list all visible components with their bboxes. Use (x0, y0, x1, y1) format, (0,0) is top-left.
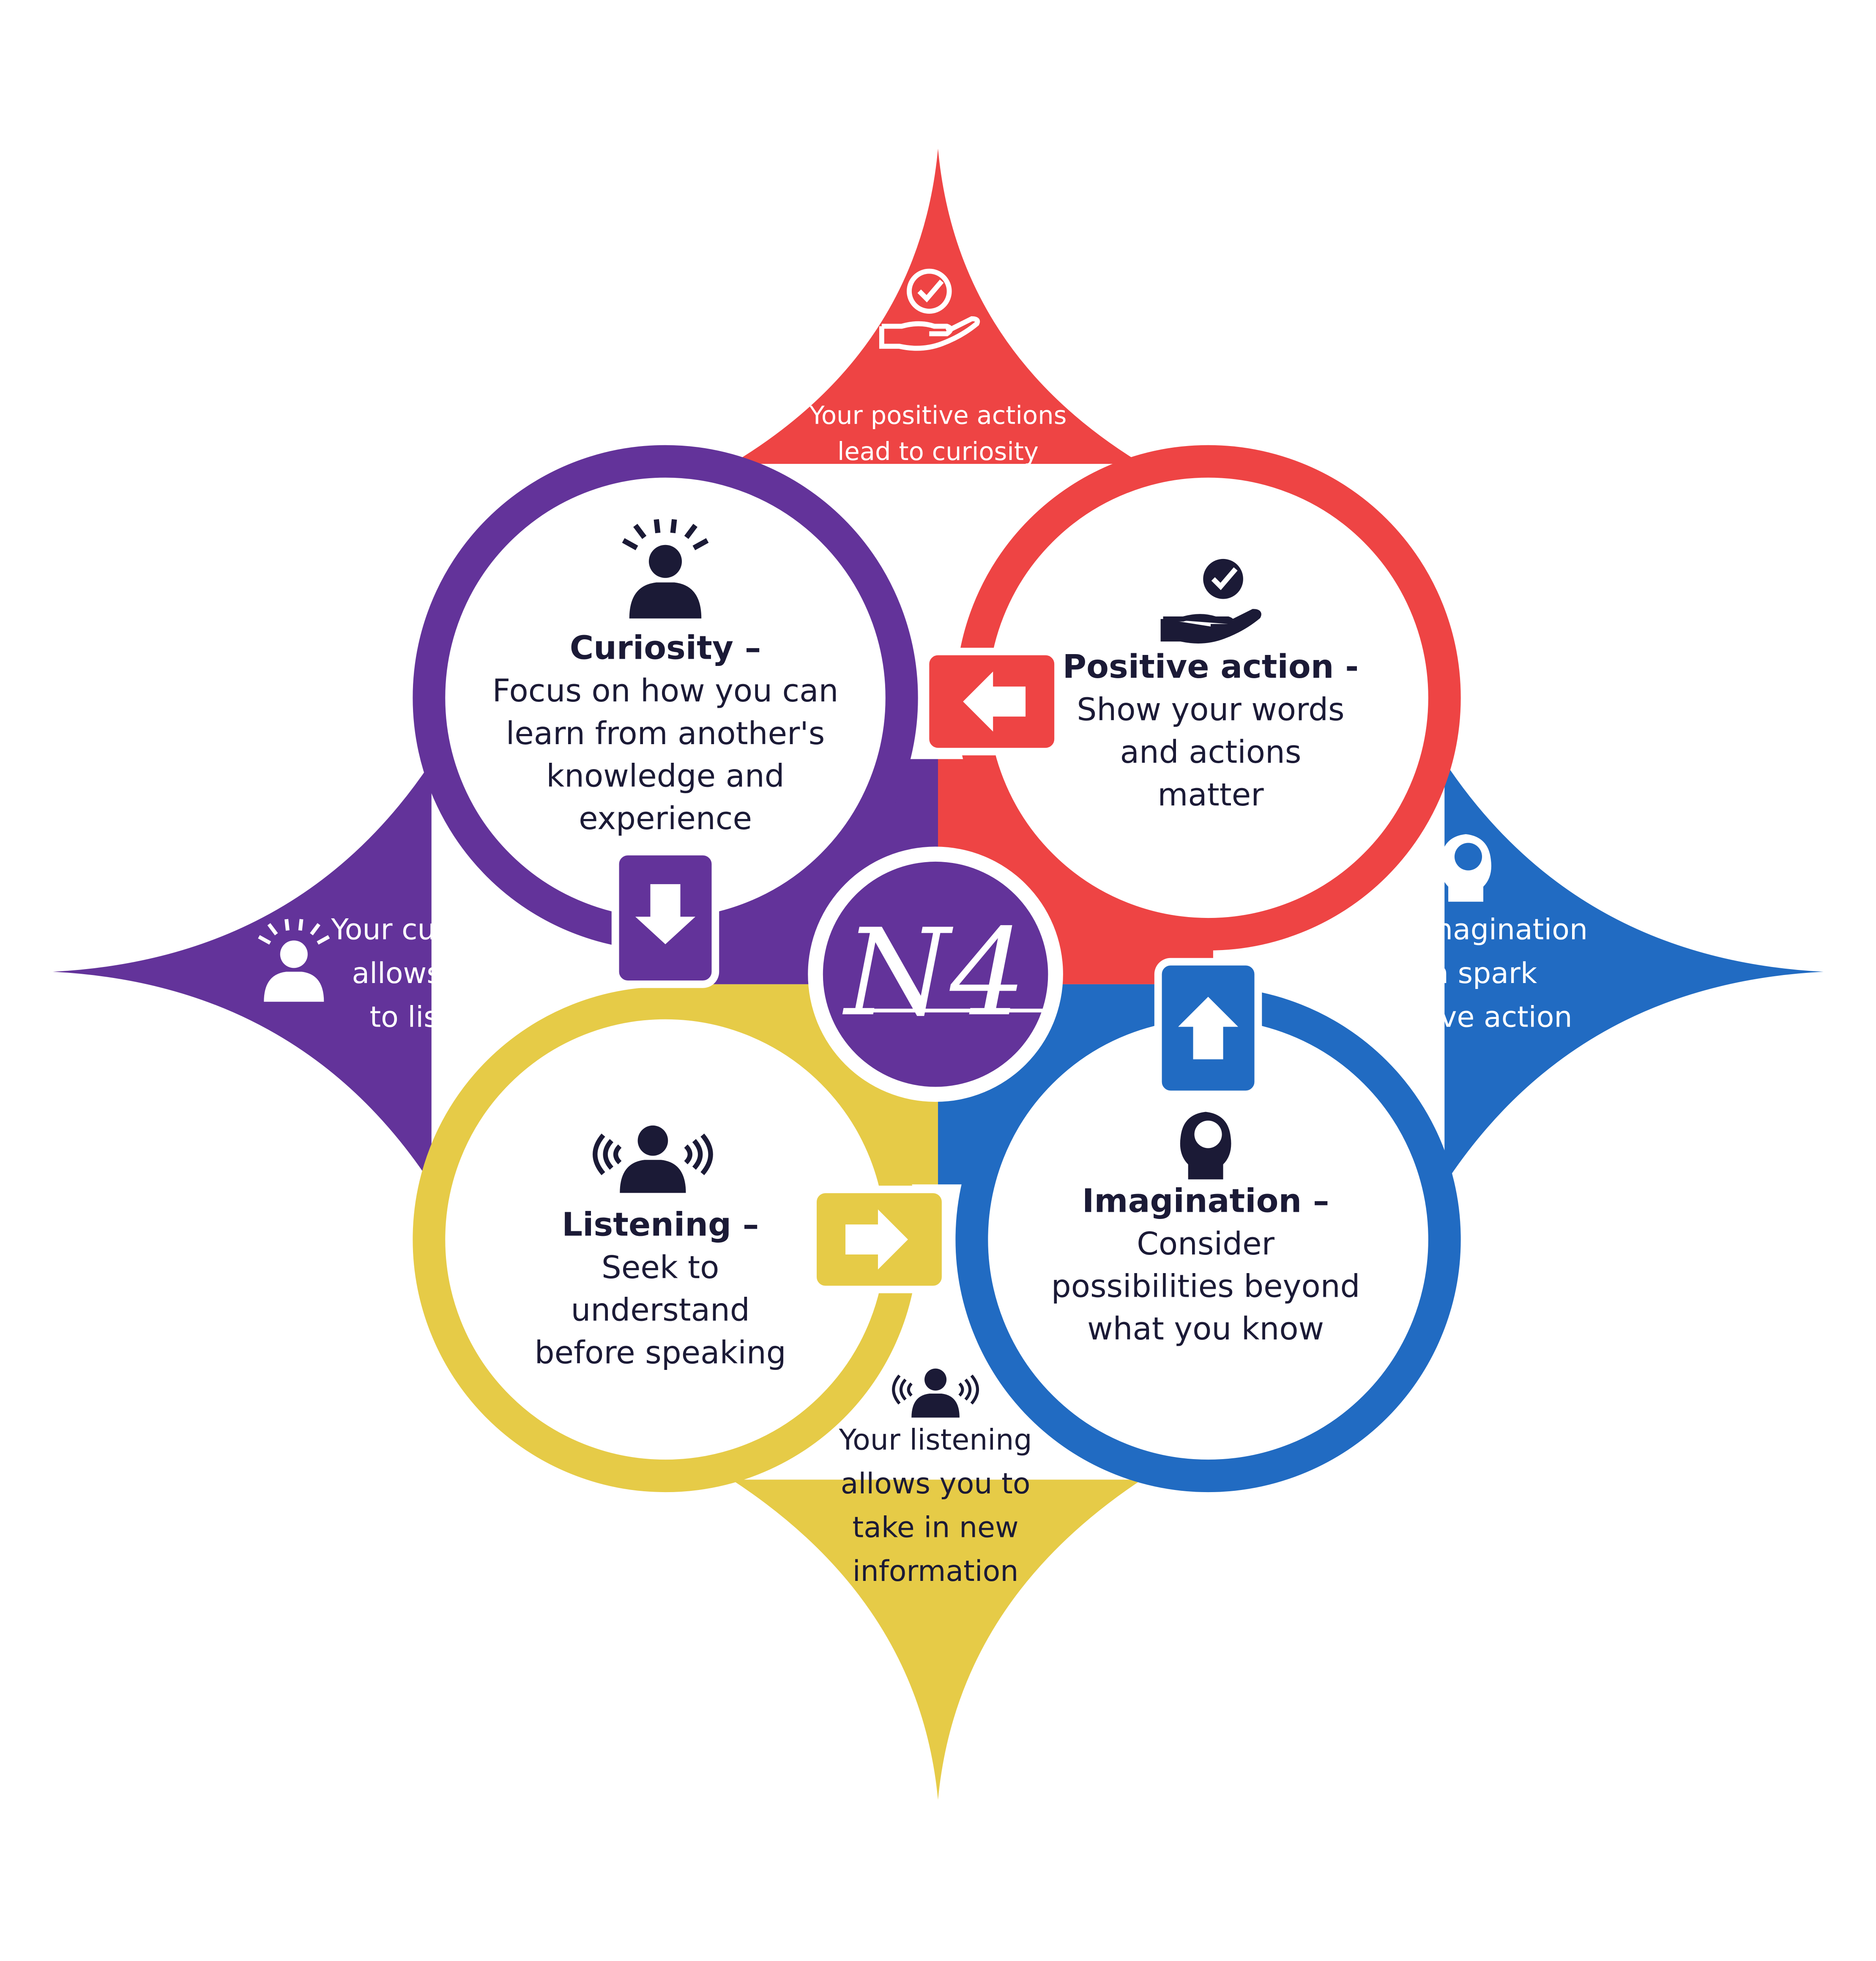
point-left-line: allows you (352, 957, 503, 990)
point-bottom-line: take in new (853, 1511, 1019, 1545)
circle-curiosity-text: Curiosity – Focus on how you can learn f… (492, 630, 839, 837)
point-left-line: Your curiosity (331, 913, 524, 946)
arrow-right-listening-to-imagination (809, 1186, 949, 1293)
point-left-text: Your curiosity allows you to listen (331, 913, 524, 1034)
point-right-line: positive action (1362, 1000, 1572, 1034)
circle-positive-action-title: Positive action - (1063, 648, 1359, 686)
hand-check-icon (1160, 559, 1261, 644)
point-bottom-line: allows you to (841, 1467, 1031, 1501)
circle-positive-action-line: matter (1157, 777, 1264, 813)
arrow-up-imagination-to-positive-action (1154, 958, 1262, 1098)
person-sound-waves-icon (894, 1368, 978, 1418)
circle-curiosity-line: knowledge and (546, 758, 785, 794)
point-top-line: is possible (873, 509, 1003, 539)
circle-imagination-title: Imagination – (1082, 1182, 1329, 1220)
disc-curiosity (461, 494, 870, 902)
point-left-line: to listen (369, 1000, 486, 1034)
point-bottom-text: Your listening allows you to take in new… (839, 1424, 1032, 1589)
arrow-left-positive-action-to-curiosity (922, 647, 1062, 756)
circle-listening-line: Seek to (602, 1249, 719, 1286)
point-top-line: Your positive actions (809, 400, 1067, 430)
point-bottom-shape (731, 1479, 1142, 1800)
point-right-text: Your imagination can spark positive acti… (1346, 913, 1588, 1034)
head-brain-icon (1180, 1112, 1231, 1180)
circle-curiosity-line: learn from another's (506, 715, 825, 752)
point-top-shape (731, 148, 1142, 464)
disc-positive-action (1004, 494, 1412, 902)
point-left-shape (52, 761, 432, 1185)
point-top-text: Your positive actions lead to curiosity … (809, 400, 1067, 538)
point-right-line: Your imagination (1346, 913, 1588, 946)
arrow-down-curiosity-to-listening (611, 848, 719, 988)
circle-listening-title: Listening – (562, 1206, 759, 1244)
circle-imagination-text: Imagination – Consider possibilities bey… (1051, 1182, 1360, 1347)
logo-text: N4 (841, 903, 1026, 1043)
point-top-line: lead to curiosity (837, 437, 1039, 466)
circle-imagination-line: possibilities beyond (1051, 1268, 1360, 1305)
circle-curiosity-line: Focus on how you can (492, 673, 839, 709)
logo-disc (823, 861, 1048, 1087)
circle-listening-text: Listening – Seek to understand before sp… (535, 1206, 786, 1371)
disc-imagination (1004, 1035, 1412, 1443)
hand-check-icon (882, 271, 977, 348)
circle-curiosity-title: Curiosity – (570, 630, 761, 667)
circle-positive-action-line: Show your words (1077, 692, 1344, 728)
circle-positive-action-line: and actions (1120, 734, 1302, 770)
circle-listening-line: before speaking (535, 1334, 786, 1371)
circle-imagination-line: Consider (1137, 1226, 1274, 1262)
point-right-shape (1444, 761, 1824, 1185)
point-right-line: can spark (1397, 957, 1537, 990)
circle-listening-line: understand (571, 1292, 750, 1328)
circle-curiosity-line: experience (579, 800, 752, 837)
point-top-line: about what else (838, 473, 1038, 502)
disc-listening (461, 1035, 870, 1443)
head-brain-icon (1440, 834, 1491, 902)
circle-positive-action-text: Positive action - Show your words and ac… (1063, 648, 1359, 813)
circle-imagination-line: what you know (1087, 1311, 1324, 1347)
point-bottom-line: information (853, 1555, 1019, 1588)
point-bottom-line: Your listening (839, 1424, 1032, 1457)
